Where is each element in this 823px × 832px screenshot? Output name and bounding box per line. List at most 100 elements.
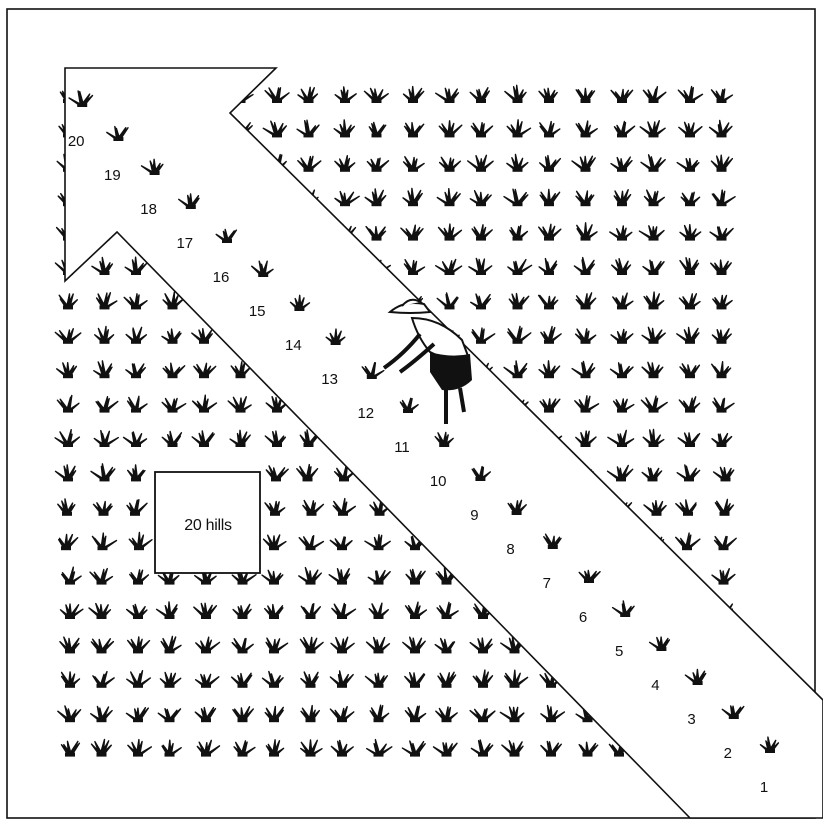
plant-hill — [404, 260, 424, 275]
plant-hill — [470, 191, 491, 207]
plant-hill — [55, 430, 79, 447]
plant-hill — [330, 707, 353, 723]
plant-hill — [94, 502, 113, 516]
plant-hill — [437, 293, 458, 310]
plant-hill — [471, 294, 491, 309]
plant-hill — [266, 638, 288, 653]
plant-hill — [577, 223, 597, 241]
plant-hill — [330, 671, 353, 688]
plant-hill — [194, 363, 216, 378]
sequence-label: 6 — [579, 609, 587, 626]
plant-hill — [540, 156, 561, 172]
plant-hill — [330, 537, 352, 550]
plant-hill — [678, 433, 699, 447]
plant-hill — [677, 465, 699, 481]
plant-hill — [403, 637, 425, 653]
plant-hill — [301, 706, 319, 723]
plant-hill — [436, 707, 457, 722]
plant-hill — [228, 397, 251, 413]
plant-hill — [58, 499, 75, 516]
plant-hill — [712, 329, 731, 344]
plant-hill — [434, 743, 458, 757]
plant-hill — [711, 260, 732, 275]
sequence-label: 15 — [249, 303, 266, 320]
plant-hill — [127, 671, 151, 688]
plant-hill — [712, 434, 732, 447]
plant-hill — [470, 88, 489, 103]
plant-hill — [162, 431, 181, 447]
plant-hill — [94, 431, 118, 447]
plant-hill — [504, 361, 527, 378]
plant-hill — [162, 399, 186, 413]
plant-hill — [712, 190, 735, 206]
plant-hill — [615, 122, 635, 138]
plant-hill — [128, 465, 145, 482]
plant-hill — [710, 121, 732, 138]
sequence-label: 19 — [104, 167, 121, 184]
plant-hill — [162, 740, 181, 756]
plant-hill — [676, 533, 700, 550]
plant-hill — [91, 464, 115, 482]
plant-hill — [611, 363, 634, 378]
plant-hill — [298, 87, 317, 103]
sequence-label: 13 — [321, 371, 338, 388]
plant-hill — [335, 87, 356, 103]
plant-hill — [370, 705, 388, 722]
plant-hill — [331, 637, 354, 653]
plant-hill — [613, 293, 633, 309]
plant-hill — [406, 602, 427, 619]
plant-hill — [712, 89, 733, 103]
sequence-label: 16 — [213, 269, 230, 286]
plant-hill — [265, 431, 285, 447]
plant-hill — [681, 192, 699, 206]
plant-hill — [365, 535, 390, 551]
plant-hill — [541, 706, 565, 723]
plant-hill — [469, 258, 492, 275]
plant-hill — [640, 121, 665, 138]
plant-hill — [232, 639, 253, 654]
plant-hill — [233, 707, 253, 723]
plant-hill — [677, 328, 699, 344]
plant-hill — [510, 226, 528, 241]
plant-hill — [128, 637, 150, 654]
sequence-label: 5 — [615, 643, 623, 660]
plant-hill — [608, 430, 634, 447]
plant-hill — [56, 465, 76, 482]
plant-hill — [614, 399, 634, 413]
plant-hill — [574, 258, 594, 275]
plant-hill — [335, 156, 355, 172]
plant-hill — [472, 328, 495, 344]
plant-hill — [406, 569, 425, 584]
plant-hill — [265, 88, 289, 103]
plant-hill — [576, 329, 596, 344]
plant-hill — [714, 467, 734, 481]
sequence-label: 2 — [724, 745, 732, 762]
plant-hill — [643, 87, 665, 103]
plant-hill — [611, 90, 633, 104]
plant-hill — [59, 535, 78, 551]
plant-hill — [367, 637, 390, 653]
plant-hill — [541, 741, 561, 756]
plant-hill — [679, 294, 700, 310]
plant-hill — [93, 672, 114, 688]
plant-hill — [436, 260, 462, 276]
sequence-label: 20 — [68, 133, 85, 150]
plant-hill — [645, 190, 665, 206]
plant-hill — [157, 602, 177, 619]
plant-hill — [508, 260, 532, 275]
plant-hill — [233, 604, 251, 619]
plant-hill — [301, 604, 320, 619]
plant-hill — [62, 741, 80, 756]
plant-hill — [644, 501, 666, 516]
plant-hill — [334, 120, 354, 137]
plant-hill — [576, 121, 597, 137]
sequence-label: 11 — [394, 439, 410, 456]
plant-hill — [401, 225, 423, 240]
plant-hill — [92, 533, 116, 550]
plant-hill — [266, 466, 288, 482]
plant-hill — [368, 571, 390, 585]
sequence-label: 18 — [140, 201, 157, 218]
plant-hill — [644, 292, 664, 309]
plant-hill — [715, 499, 733, 515]
plant-hill — [196, 637, 220, 653]
